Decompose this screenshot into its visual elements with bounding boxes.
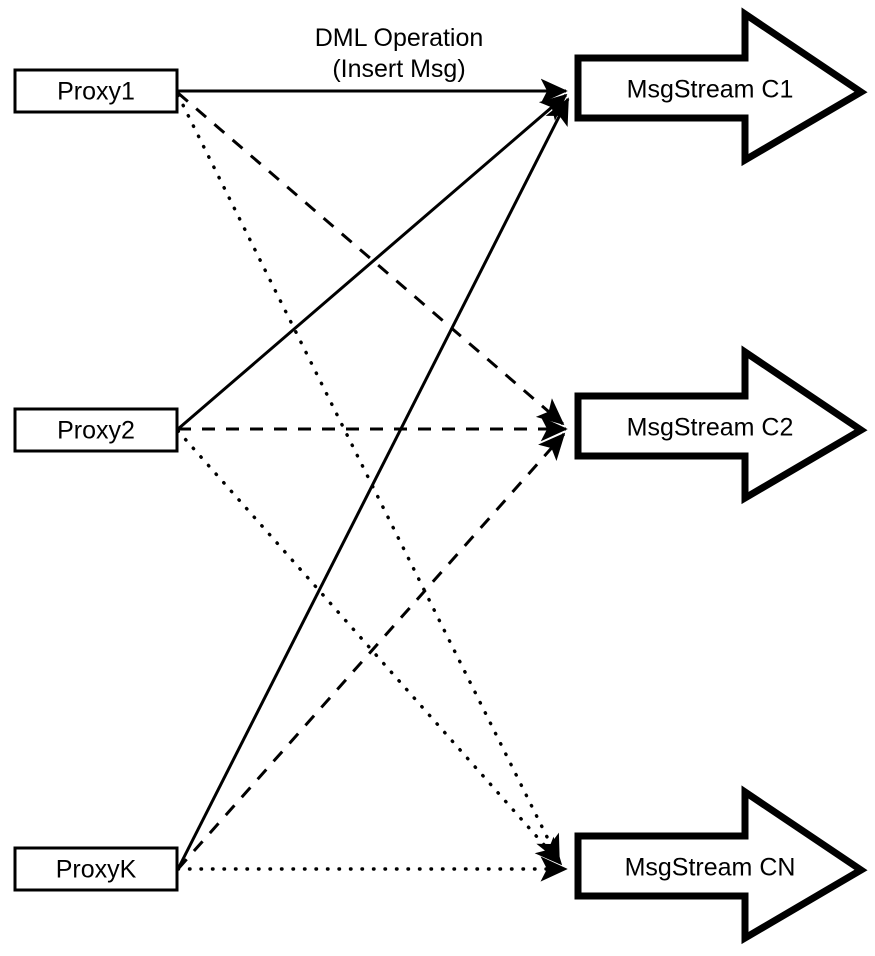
edge-proxy1-to-stream-cn [176,93,561,863]
node-stream-c2[interactable]: MsgStream C2 [574,345,868,505]
stream-c2-label: MsgStream C2 [627,414,794,442]
edge-proxy1-to-stream-c2 [177,91,565,426]
stream-c1-arrow-shape[interactable] [574,7,868,167]
proxy2-box[interactable] [13,407,179,453]
proxy1-label: Proxy1 [57,78,135,106]
edge-group-proxy2 [176,93,568,866]
edge-group-proxyk [176,97,570,882]
edge-group-proxy1 [176,78,568,863]
node-proxyk[interactable]: ProxyK [13,846,179,892]
stream-cn-label: MsgStream CN [625,854,796,882]
proxy1-box[interactable] [13,68,179,114]
edge-caption-line1: DML Operation [315,24,484,52]
node-stream-c1[interactable]: MsgStream C1 [574,7,868,167]
edge-proxyk-to-stream-c1 [176,97,570,870]
edge-caption-line2: (Insert Msg) [332,55,465,83]
node-proxy1[interactable]: Proxy1 [13,68,179,114]
node-proxy2[interactable]: Proxy2 [13,407,179,453]
stream-c2-arrow-shape[interactable] [574,345,868,505]
edge-proxy2-to-stream-c1 [177,93,568,431]
edge-proxyk-to-stream-c2 [176,432,566,870]
edge-caption: DML Operation (Insert Msg) [315,24,484,83]
proxy2-label: Proxy2 [57,417,135,445]
proxyk-box[interactable] [13,846,179,892]
proxyk-label: ProxyK [56,856,137,884]
stream-cn-arrow-shape[interactable] [574,785,868,945]
node-stream-cn[interactable]: MsgStream CN [574,785,868,945]
edge-proxy2-to-stream-cn [176,429,563,866]
stream-c1-label: MsgStream C1 [627,76,794,104]
